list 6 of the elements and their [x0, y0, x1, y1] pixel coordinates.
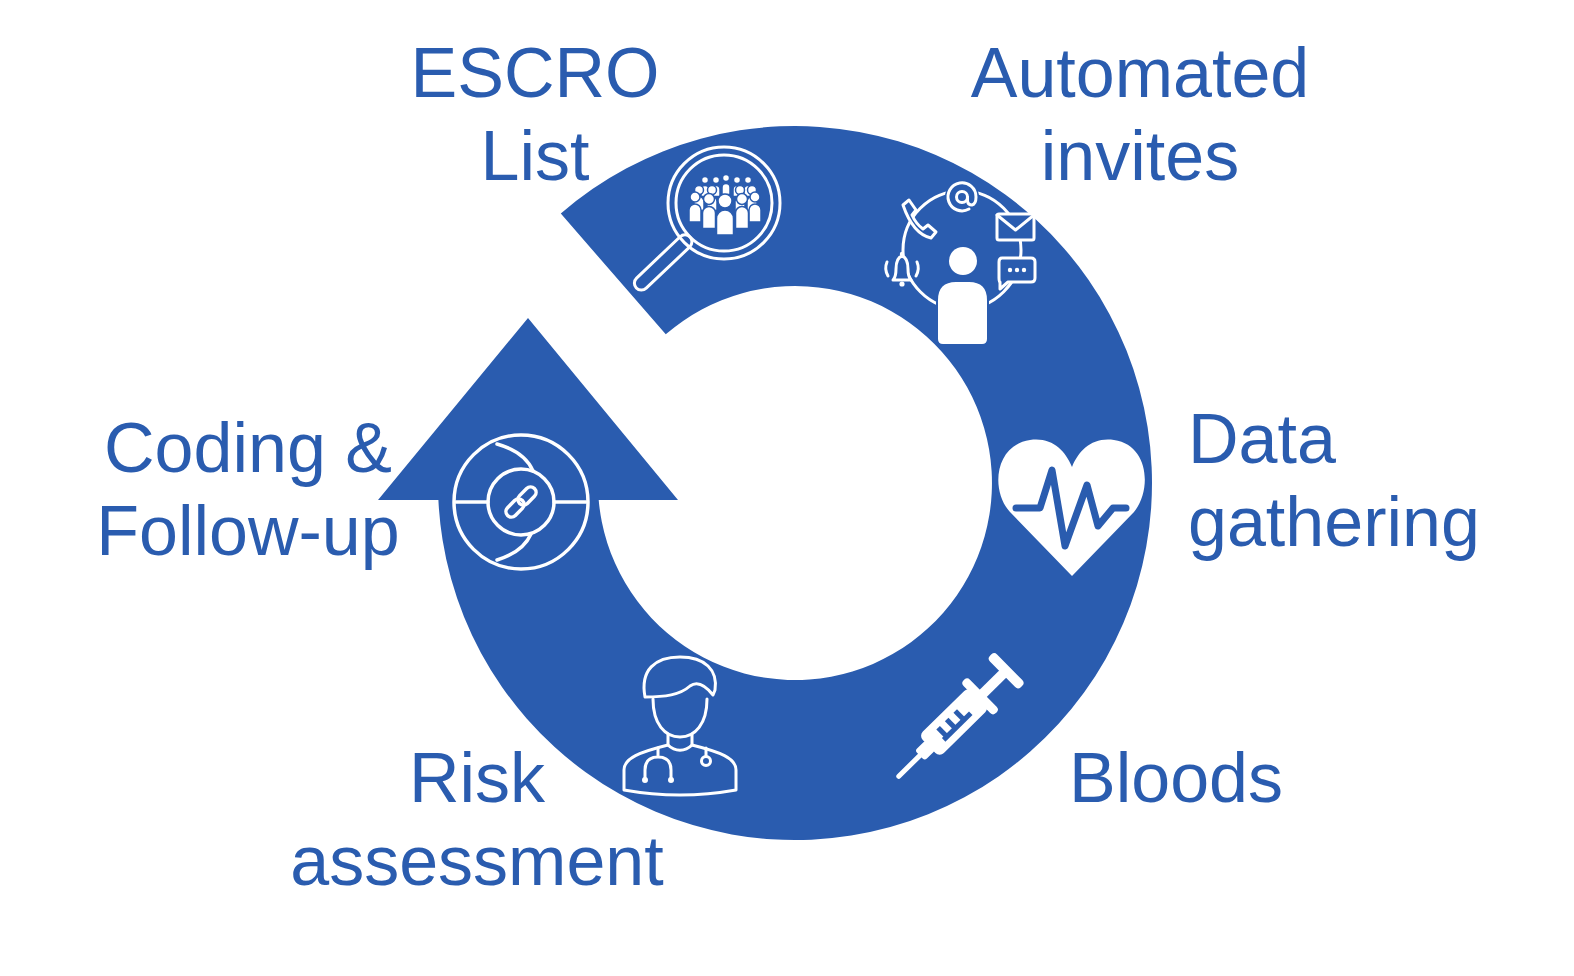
step-label: Automated invites [969, 33, 1311, 197]
step-label: Bloods [1069, 738, 1285, 819]
step-label: ESCRO List [409, 33, 661, 197]
step-label: Risk assessment [289, 738, 665, 902]
step-label: Data gathering [1188, 399, 1481, 563]
step-label: Coding & Follow-up [95, 408, 401, 572]
